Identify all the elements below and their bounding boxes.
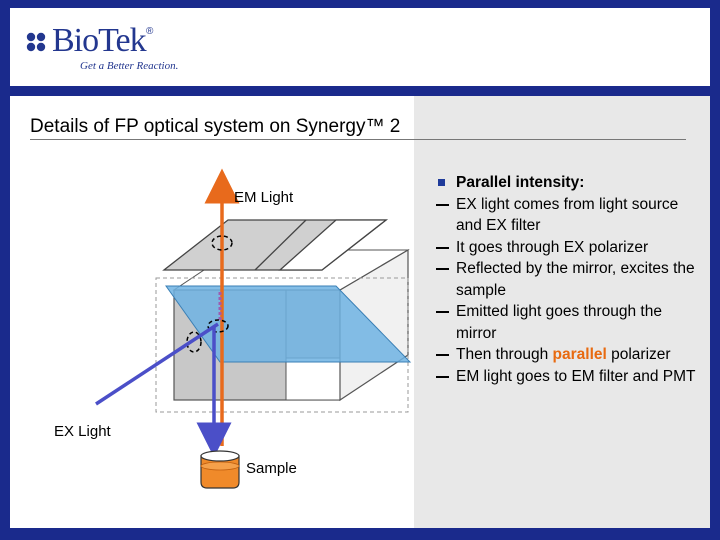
highlight-parallel: parallel: [552, 346, 607, 363]
dash-bullet-icon: [436, 203, 449, 206]
list-item: EX light comes from light source and EX …: [436, 194, 706, 237]
dash-bullet-icon: [436, 246, 449, 249]
list-item: EM light goes to EM filter and PMT: [436, 366, 706, 388]
housing-outline: [155, 277, 409, 413]
list-item: It goes through EX polarizer: [436, 237, 706, 259]
logo-registered-mark: ®: [146, 26, 154, 37]
mirror-spot-icon: [207, 319, 229, 333]
square-bullet-icon: [438, 179, 445, 186]
list-item-text: EM light goes to EM filter and PMT: [456, 367, 696, 385]
bullet-heading: Parallel intensity:: [436, 172, 706, 194]
fp-optical-diagram: EM Light EX Light Sample: [54, 168, 412, 489]
ex-light-label: EX Light: [54, 423, 112, 440]
sample-cup-icon: [200, 450, 240, 489]
cube-open-window: [285, 357, 341, 401]
header-bar: BioTek ® Get a Better Reaction.: [10, 8, 710, 86]
logo-wordmark: BioTek: [52, 22, 147, 59]
list-item-text-pre: Then through: [456, 346, 553, 363]
dash-bullet-icon: [436, 268, 449, 270]
title-underline: [30, 139, 686, 140]
bullet-list: Parallel intensity: EX light comes from …: [436, 172, 706, 387]
tray-empty-slot: [278, 219, 388, 271]
em-polarizer-icon: [211, 235, 233, 251]
sample-label: Sample: [246, 460, 297, 477]
ex-polarizer-icon: [186, 331, 202, 353]
dash-bullet-icon: [436, 375, 449, 378]
em-light-label: EM Light: [234, 189, 294, 206]
tray-divider: [254, 219, 307, 271]
bullet-panel-background: [414, 96, 710, 528]
dash-bullet-icon: [436, 311, 449, 313]
bullet-heading-text: Parallel intensity:: [456, 174, 585, 191]
list-item: Emitted light goes through the mirror: [436, 301, 706, 344]
dash-bullet-icon: [436, 354, 449, 356]
list-item-text-post: polarizer: [606, 346, 671, 363]
list-item-text: EX light comes from light source and EX …: [456, 195, 679, 235]
list-item-text: Emitted light goes through the mirror: [456, 303, 662, 342]
list-item: Then through parallel polarizer: [436, 344, 706, 366]
filter-tray: [162, 219, 388, 271]
dichroic-mirror: [165, 285, 412, 363]
list-item: Reflected by the mirror, excites the sam…: [436, 258, 706, 301]
ex-light-beam: [95, 322, 219, 406]
logo-tagline: Get a Better Reaction.: [80, 60, 179, 72]
logo-dots-icon: [26, 32, 46, 52]
list-item-text: It goes through EX polarizer: [456, 238, 649, 256]
content-area: Details of FP optical system on Synergy™…: [10, 96, 710, 528]
slide-title: Details of FP optical system on Synergy™…: [30, 116, 401, 137]
list-item-text: Reflected by the mirror, excites the sam…: [456, 260, 695, 299]
